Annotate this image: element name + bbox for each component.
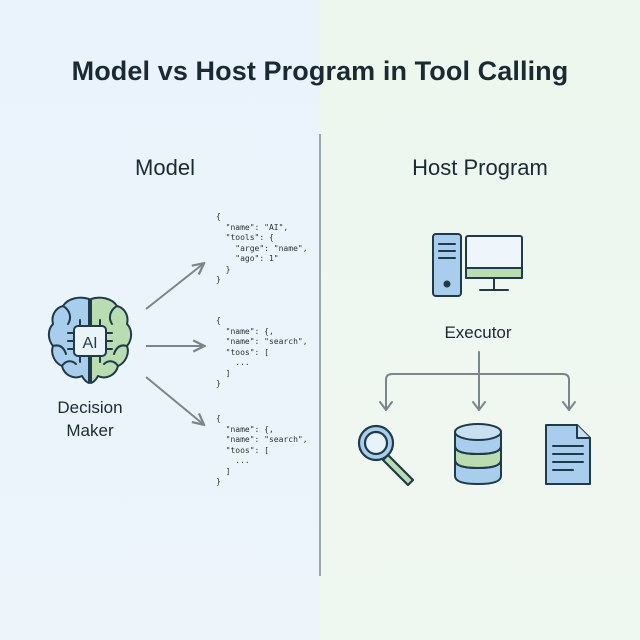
panel-divider: [319, 134, 321, 576]
tool-call-json-1: { "name": "AI", "tools": { "arge": "name…: [216, 212, 308, 284]
decision-maker-label: Decision Maker: [40, 396, 140, 442]
arrow-to-call-3: [145, 376, 203, 424]
host-program-panel: [320, 0, 640, 640]
arrow-to-call-1: [145, 264, 203, 310]
diagram-title: Model vs Host Program in Tool Calling: [71, 56, 569, 86]
model-heading: Model: [135, 155, 195, 180]
tool-call-json-2: { "name": {, "name": "search", "toos": […: [216, 316, 308, 388]
host-program-heading: Host Program: [412, 155, 548, 180]
decision-maker-line1: Decision: [57, 398, 123, 417]
ai-chip-label: AI: [82, 335, 97, 352]
decision-maker-line2: Maker: [66, 421, 114, 440]
executor-label: Executor: [444, 323, 512, 342]
tool-call-json-3: { "name": {, "name": "search", "toos": […: [216, 414, 308, 486]
